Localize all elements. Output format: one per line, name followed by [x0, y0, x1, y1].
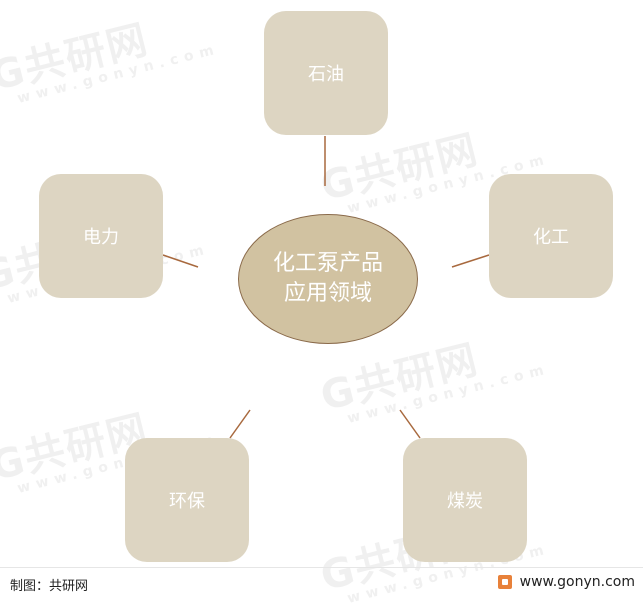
- connector-left: [162, 254, 199, 268]
- node-chemical: 化工: [489, 174, 613, 298]
- node-electric-power: 电力: [39, 174, 163, 298]
- connector-bottom-right: [399, 409, 421, 439]
- center-node-label: 化工泵产品应用领域: [272, 251, 383, 306]
- connector-bottom-left: [229, 409, 251, 439]
- site-url: www.gonyn.com: [519, 574, 635, 590]
- node-label: 化工: [533, 227, 569, 248]
- node-label: 环保: [169, 491, 205, 512]
- connector-right: [451, 254, 490, 268]
- node-label: 电力: [83, 227, 119, 248]
- footer-divider: [0, 567, 643, 568]
- center-node: 化工泵产品应用领域: [238, 214, 418, 344]
- gonyn-logo-icon: [497, 575, 512, 589]
- node-petroleum: 石油: [264, 11, 388, 135]
- node-coal: 煤炭: [403, 438, 527, 562]
- site-link[interactable]: www.gonyn.com: [497, 574, 635, 590]
- node-label: 煤炭: [447, 491, 483, 512]
- node-label: 石油: [308, 64, 344, 85]
- credit-text: 制图：共研网: [10, 579, 89, 594]
- node-environmental: 环保: [125, 438, 249, 562]
